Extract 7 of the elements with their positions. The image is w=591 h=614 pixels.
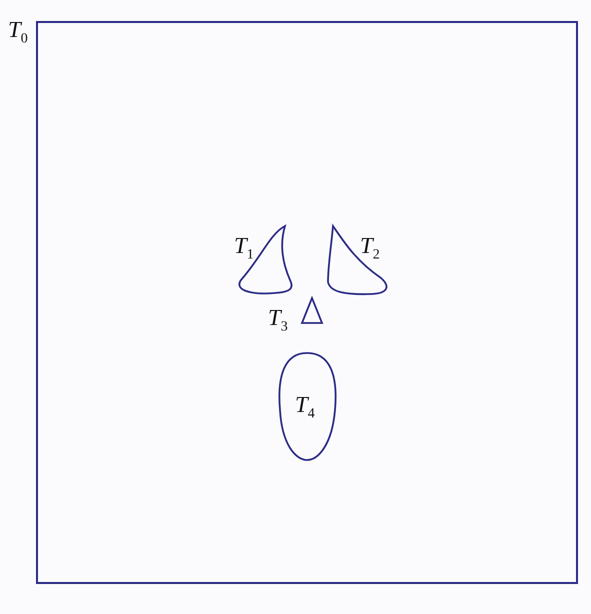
region-label: T$_{1}$ (234, 234, 254, 263)
crescent-region (326, 222, 390, 298)
region-label: T$_{4}$ (295, 393, 315, 422)
region-label: T$_{3}$ (268, 306, 288, 335)
region-label: T$_{0}$ (8, 18, 28, 47)
region-label: T$_{2}$ (360, 234, 380, 263)
oval-region (278, 350, 338, 462)
